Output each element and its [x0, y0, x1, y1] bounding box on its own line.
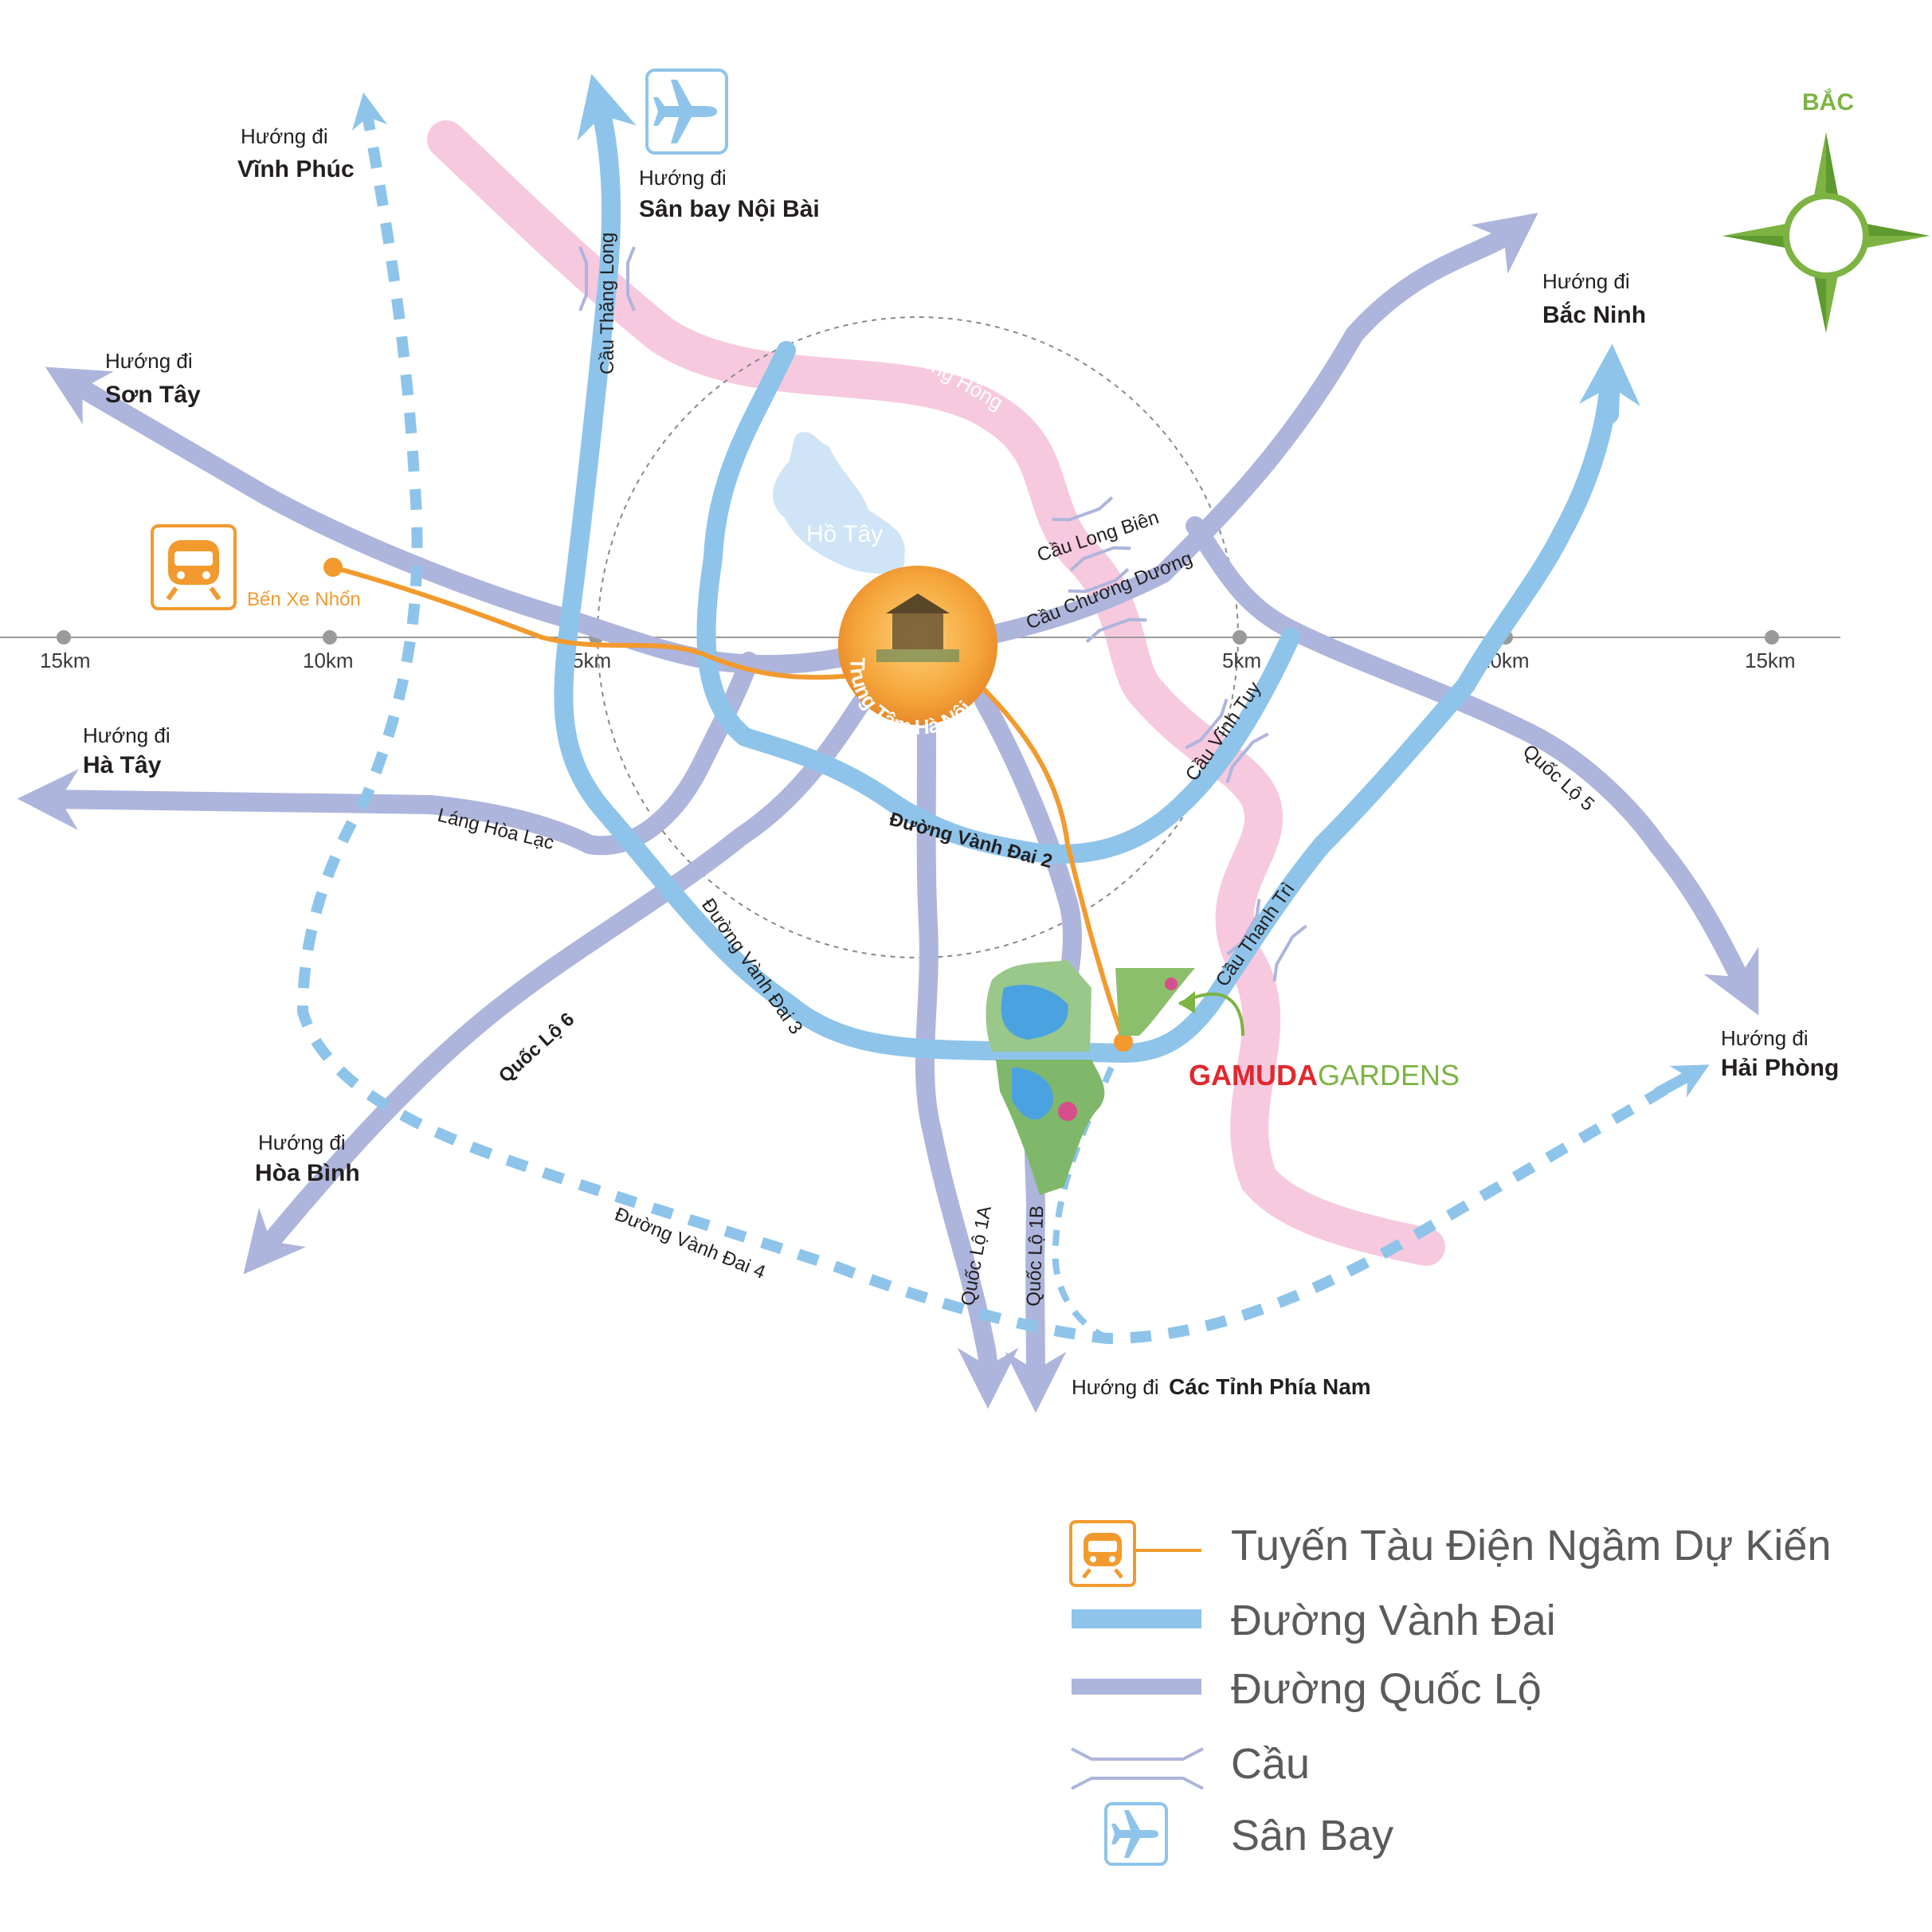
- road-bac-ninh: [970, 212, 1538, 647]
- bridge-long-bien: [1052, 496, 1131, 572]
- legend-metro-icon: [1069, 1520, 1136, 1587]
- dir-ha-tay-prefix: Hướng đi: [83, 723, 170, 747]
- metro-stop-gamuda: [1114, 1033, 1133, 1052]
- ring-road-4: [296, 92, 1692, 1345]
- ben-xe-label: Bến Xe Nhổn: [247, 589, 361, 610]
- legend-airport-label: Sân Bay: [1231, 1812, 1393, 1860]
- dir-hoa-binh-name: Hòa Bình: [255, 1160, 360, 1186]
- compass-label: BẮC: [1802, 88, 1854, 116]
- hanoi-center-badge: [838, 566, 997, 725]
- label-quoc-lo-6: Quốc Lộ 6: [495, 1009, 578, 1087]
- dir-noi-bai-name: Sân bay Nội Bài: [639, 196, 820, 222]
- legend-ring-label: Đường Vành Đai: [1231, 1597, 1556, 1644]
- ring-road-2: [696, 341, 1300, 864]
- dir-south-prefix: Hướng đi: [1072, 1375, 1159, 1399]
- dir-bac-ninh-prefix: Hướng đi: [1542, 269, 1630, 293]
- scale-label-5km-right: 5km: [1222, 649, 1261, 672]
- bridge-thang-long: [578, 246, 636, 312]
- gamuda-pointer-arrowhead: [1179, 991, 1195, 1013]
- ring-road-3: [554, 73, 1619, 1063]
- compass-icon: [1722, 132, 1930, 333]
- scale-label-15km-right: 15km: [1745, 649, 1796, 672]
- dir-ha-tay-name: Hà Tây: [83, 752, 162, 778]
- label-quoc-lo-1b: Quốc Lộ 1B: [1023, 1205, 1048, 1307]
- bridge-vinh-tuy: [1185, 698, 1269, 784]
- west-lake: [773, 432, 905, 574]
- gamuda-site: [986, 960, 1195, 1195]
- road-son-tay: [45, 366, 870, 675]
- bridge-chuong-duong: [1068, 567, 1147, 644]
- legend-airport-icon: [1104, 1802, 1168, 1866]
- gamuda-brand-part2: GARDENS: [1318, 1059, 1460, 1091]
- legend-bridge-label: Cầu: [1231, 1740, 1310, 1788]
- dir-south-name: Các Tỉnh Phía Nam: [1169, 1374, 1371, 1399]
- legend: Tuyến Tàu Điện Ngầm Dự Kiến Đường Vành Đ…: [1069, 1520, 1832, 1866]
- gamuda-brand: GAMUDAGARDENS: [1189, 1059, 1460, 1091]
- ring-road-4-arrow: [1654, 1064, 1710, 1099]
- dir-noi-bai-prefix: Hướng đi: [639, 166, 727, 190]
- gamuda-brand-part1: GAMUDA: [1189, 1059, 1318, 1091]
- label-vanh-dai-4: Đường Vành Đai 4: [612, 1204, 769, 1283]
- label-vanh-dai-3: Đường Vành Đai 3: [697, 895, 807, 1038]
- ring-roads: [554, 73, 1640, 1063]
- metro-line: [323, 558, 1133, 1052]
- airport-icon: [645, 69, 728, 155]
- label-cau-thang-long: Cầu Thăng Long: [597, 233, 618, 374]
- dir-bac-ninh-name: Bắc Ninh: [1542, 301, 1646, 328]
- lake-label: Hồ Tây: [806, 521, 883, 547]
- bridges: [578, 246, 1307, 982]
- red-river: [427, 120, 1445, 1266]
- road-ql5: [1185, 516, 1759, 1016]
- scale-label-15km-left: 15km: [40, 649, 91, 672]
- ring-road-4-connector: [1052, 1066, 1115, 1342]
- dir-south: Hướng đi Các Tỉnh Phía Nam: [1072, 1374, 1371, 1399]
- metro-stop-ben-xe: [323, 558, 343, 577]
- scale-label-10km-left: 10km: [303, 649, 354, 672]
- legend-metro-label: Tuyến Tàu Điện Ngầm Dự Kiến: [1231, 1522, 1832, 1570]
- dir-vinh-phuc-prefix: Hướng đi: [241, 124, 328, 148]
- dir-hai-phong-name: Hải Phòng: [1721, 1055, 1839, 1081]
- legend-highway-label: Đường Quốc Lộ: [1231, 1665, 1542, 1713]
- dir-son-tay-name: Sơn Tây: [105, 382, 201, 408]
- bridge-thanh-tri: [1226, 899, 1307, 982]
- ring-road-3-arrow-tip: [1579, 343, 1640, 424]
- dir-hai-phong-prefix: Hướng đi: [1721, 1026, 1809, 1050]
- dir-son-tay-prefix: Hướng đi: [105, 349, 193, 373]
- metro-icon: [151, 524, 237, 610]
- dir-vinh-phuc-name: Vĩnh Phúc: [237, 156, 355, 182]
- scale-label-5km-left: 5km: [572, 649, 611, 672]
- dir-hoa-binh-prefix: Hướng đi: [258, 1131, 346, 1154]
- legend-bridge-swatch: [1071, 1747, 1204, 1790]
